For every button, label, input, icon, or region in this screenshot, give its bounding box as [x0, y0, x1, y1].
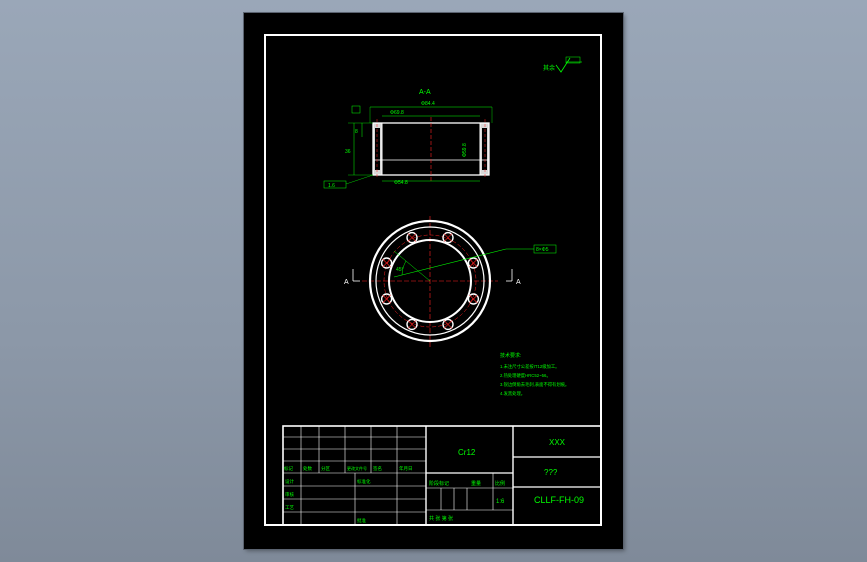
dim-bottom: Φ54.8	[394, 180, 408, 186]
stage-label: 阶段标记	[429, 480, 449, 487]
tech-item-2: 2.热处理硬度HRC52~56。	[500, 372, 551, 379]
scale-value: 1:6	[496, 499, 505, 505]
angle-note: 45°	[396, 267, 404, 273]
design-label: 设计	[285, 478, 294, 485]
row-label-zone: 分区	[321, 465, 330, 472]
bolt-hole	[467, 257, 480, 269]
left-callout: 1.6	[328, 183, 335, 189]
bolt-hole	[406, 318, 418, 331]
plan-view: 8×Φ5 45° A A	[344, 216, 557, 347]
row-label-date: 年月日	[399, 465, 413, 472]
cut-mark-left: A	[344, 279, 349, 286]
hole-callout: 8×Φ5	[536, 247, 549, 253]
cut-mark-right: A	[516, 279, 521, 286]
part-name: ???	[544, 468, 558, 477]
dim-inner-width: Φ69.8	[390, 110, 404, 116]
process-label: 工艺	[285, 505, 294, 510]
drawing-viewport[interactable]: 其余 A-A Φ84.4 Φ69.8 36 8	[244, 13, 623, 549]
sheet-label: 共 张 第 张	[429, 515, 453, 522]
tech-title: 技术要求:	[500, 352, 521, 359]
row-label-mark: 标记	[284, 465, 293, 472]
section-label: A-A	[419, 89, 431, 96]
weight-label: 重量	[471, 480, 481, 487]
bolt-hole	[380, 293, 393, 305]
bolt-hole-center	[443, 320, 453, 329]
row-label-sign: 签名	[373, 465, 382, 472]
title-block: 标记 处数 分区 更改文件号 签名 年月日 设计 标准化 审核 工艺 批准 Cr…	[282, 425, 602, 526]
drawing-number: CLLF-FH-09	[534, 495, 584, 505]
material: Cr12	[458, 448, 476, 457]
dim-left-small: 8	[355, 129, 358, 135]
section-view: A-A Φ84.4 Φ69.8 36 8 Φ54.8 1.6	[323, 89, 493, 189]
scale-label: 比例	[495, 480, 505, 487]
tech-item-1: 1.未注尺寸公差按IT12级加工。	[500, 363, 559, 370]
drawing-border	[264, 34, 602, 526]
std-label: 标准化	[357, 478, 371, 485]
roughness-symbol: 其余	[543, 56, 582, 73]
bolt-hole	[406, 231, 418, 244]
bolt-hole	[380, 257, 393, 269]
bolt-hole-center	[382, 258, 391, 268]
bolt-hole-center	[407, 233, 417, 242]
bolt-hole-center	[382, 294, 391, 304]
dim-height: 36	[345, 149, 351, 155]
cad-drawing: 其余 A-A Φ84.4 Φ69.8 36 8	[264, 34, 602, 526]
tech-item-4: 4.发黑处理。	[500, 390, 525, 397]
bolt-hole	[442, 231, 454, 244]
row-label-count: 处数	[303, 465, 312, 472]
bolt-hole	[467, 293, 480, 305]
tech-item-3: 3.锐边倒角去毛刺,表面不得有划痕。	[500, 381, 569, 388]
approve-label: 批准	[357, 517, 366, 524]
tech-requirements: 技术要求: 1.未注尺寸公差按IT12级加工。 2.热处理硬度HRC52~56。…	[500, 352, 569, 397]
bolt-hole-center	[469, 258, 478, 268]
bolt-hole-center	[469, 294, 478, 304]
company: XXX	[549, 438, 566, 447]
row-label-change: 更改文件号	[347, 465, 367, 471]
bolt-hole-center	[407, 320, 417, 329]
bolt-hole	[442, 318, 454, 331]
roughness-note: 其余	[543, 64, 555, 72]
dim-right: Φ59.8	[462, 143, 468, 157]
check-label: 审核	[285, 491, 294, 498]
dim-overall-width: Φ84.4	[421, 101, 435, 107]
bolt-hole-center	[443, 233, 453, 242]
